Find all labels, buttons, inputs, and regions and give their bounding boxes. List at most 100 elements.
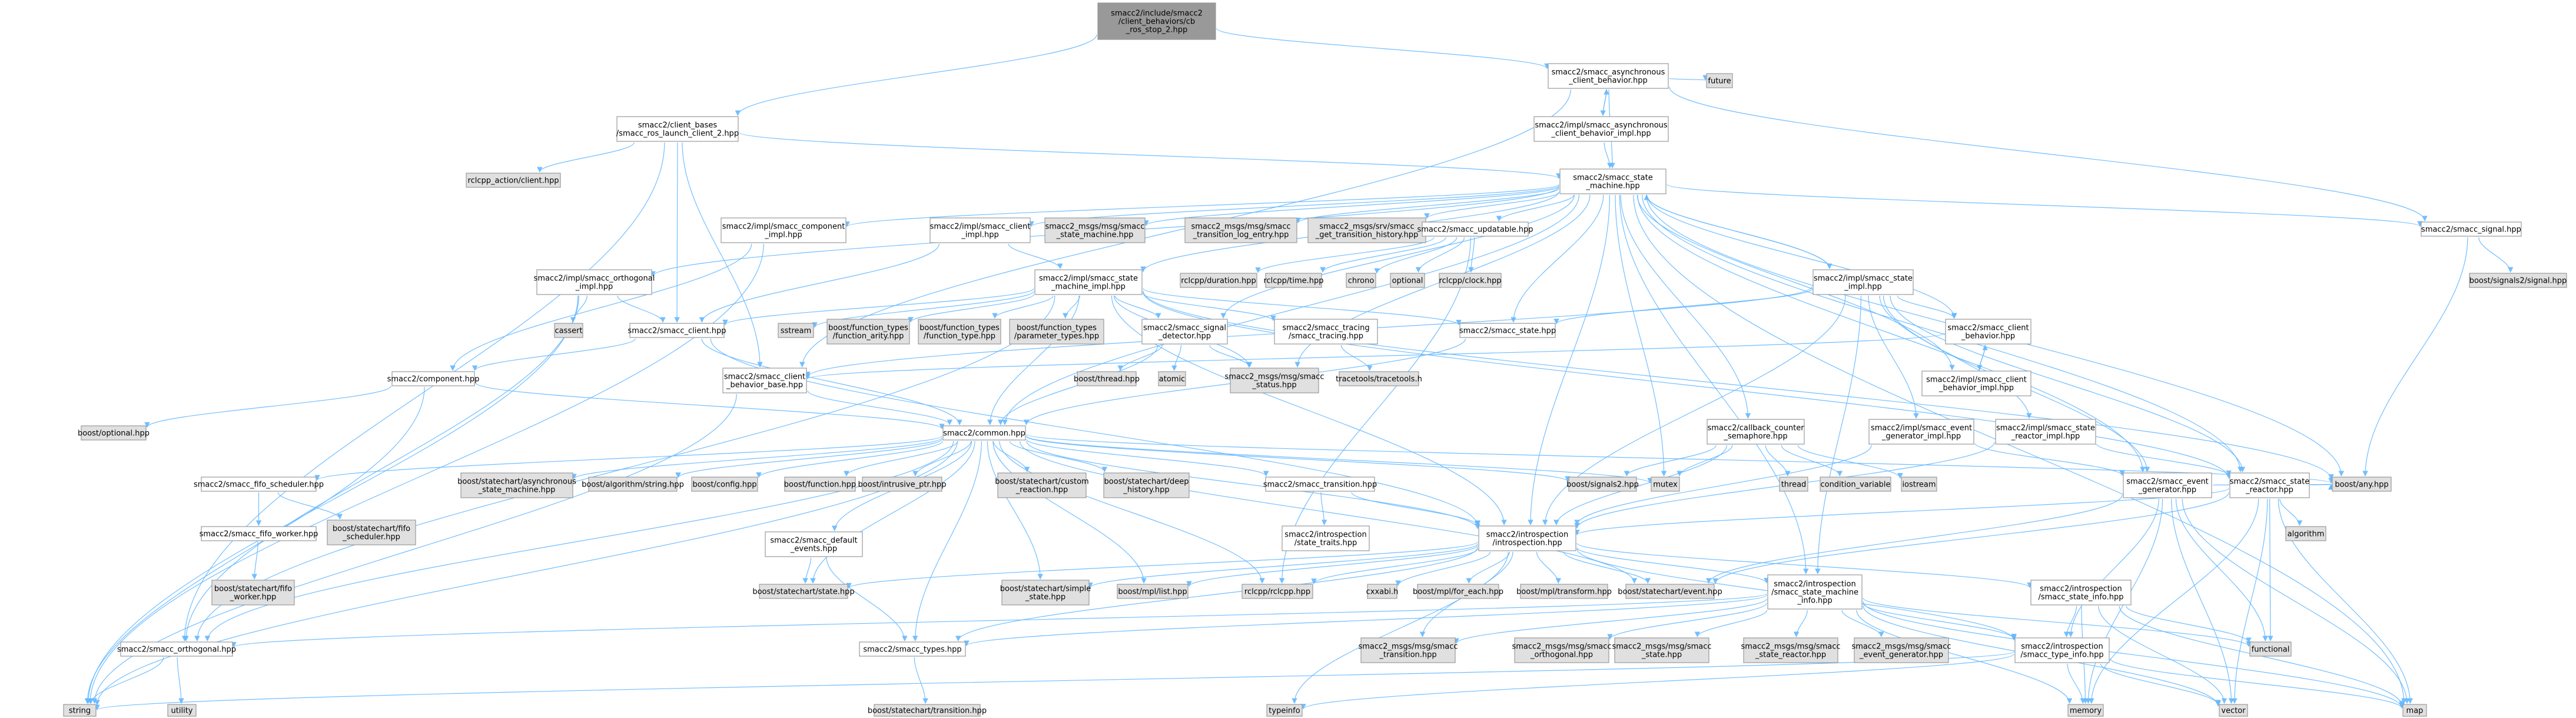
node-orthogonal-impl[interactable]: smacc2/impl/smacc_orthogonal_impl.hpp [534,269,655,295]
dependency-edge [1841,610,1884,637]
dependency-edge [1706,495,2123,584]
node-state-reactor[interactable]: smacc2/smacc_state_reactor.hpp [2229,472,2310,498]
node-label: _transition.hpp [1379,651,1436,660]
node-signal[interactable]: smacc2/smacc_signal.hpp [2421,221,2522,237]
node-callback-counter[interactable]: smacc2/callback_counter_semaphore.hpp [1707,419,1805,445]
node-label: smacc2_msgs/msg/smacc [1741,643,1840,651]
dependency-edge [2171,498,2235,704]
dependency-edge [710,338,1480,527]
dependency-edge [955,547,1478,641]
node-state-info[interactable]: smacc2/introspection/smacc_state_info.hp… [2030,580,2132,605]
node-label: /smacc_state_machine [1771,588,1858,597]
node-sm-impl[interactable]: smacc2/impl/smacc_state_machine_impl.hpp [1034,269,1143,295]
dependency-edge [475,382,945,429]
node-client-behavior-base[interactable]: smacc2/smacc_client_behavior_base.hpp [722,368,807,393]
node-label: chrono [1348,277,1375,286]
node-state-reactor-impl[interactable]: smacc2/impl/smacc_state_reactor_impl.hpp [1995,419,2096,445]
node-label: _status.hpp [1252,381,1296,390]
node-label: smacc2/smacc_orthogonal.hpp [117,646,236,654]
node-label: boost/function_types [828,324,908,333]
node-state-machine[interactable]: smacc2/smacc_state_machine.hpp [1559,168,1667,194]
dependency-edge [2182,498,2410,704]
node-thread: thread [1779,477,1808,492]
node-launch-client[interactable]: smacc2/client_bases/smacc_ros_launch_cli… [616,116,739,142]
node-label: smacc2/smacc_asynchronous [1552,68,1665,77]
node-common[interactable]: smacc2/common.hpp [942,425,1026,441]
node-box [1625,584,1715,599]
node-event-generator[interactable]: smacc2/smacc_event_generator.hpp [2123,472,2212,498]
node-label: rclcpp/time.hpp [1263,277,1323,286]
node-label: _state.hpp [1641,651,1682,660]
node-label: boost/statechart/state.hpp [752,588,854,597]
dependency-edge [908,294,1034,323]
dependency-edge [2232,498,2268,704]
node-fifo-worker[interactable]: smacc2/smacc_fifo_worker.hpp [200,526,318,541]
node-msg-state: smacc2_msgs/msg/smacc_state.hpp [1612,637,1712,663]
node-client-impl[interactable]: smacc2/impl/smacc_client_impl.hpp [930,217,1031,243]
dependency-edge [1415,237,1465,273]
node-label: smacc2_msgs/msg/smacc [1512,643,1611,651]
node-sm-info[interactable]: smacc2/introspection/smacc_state_machine… [1767,574,1863,610]
node-tracing[interactable]: smacc2/smacc_tracing/smacc_tracing.hpp [1274,319,1378,345]
node-box [1820,477,1891,492]
node-async-cb[interactable]: smacc2/smacc_asynchronous_client_behavio… [1548,63,1669,89]
dependency-edge [2126,605,2252,643]
dependency-edge [1374,237,1458,274]
dependency-edge [2110,658,2405,709]
dependency-edge [1008,243,1063,269]
dependency-edge [912,441,982,641]
node-client-behavior[interactable]: smacc2/smacc_client_behavior.hpp [1945,319,2031,345]
node-type-info[interactable]: smacc2/introspection/smacc_type_info.hpp [2014,637,2110,663]
node-bf-type: boost/function_types/function_type.hpp [918,319,1001,345]
node-component-impl[interactable]: smacc2/impl/smacc_component_impl.hpp [721,217,847,243]
node-box [1117,584,1189,599]
node-rclcpp-clock: rclcpp/clock.hpp [1439,273,1502,288]
dependency-edge [1669,87,2428,221]
node-component[interactable]: smacc2/component.hpp [387,371,480,386]
node-event-gen-impl[interactable]: smacc2/impl/smacc_event_generator_impl.h… [1868,419,1974,445]
node-smacc-state[interactable]: smacc2/smacc_state.hpp [1459,323,1556,338]
node-client[interactable]: smacc2/smacc_client.hpp [628,323,726,338]
node-sc-transition: boost/statechart/transition.hpp [868,704,987,717]
dependency-edge [1897,295,1957,319]
node-orthogonal[interactable]: smacc2/smacc_orthogonal.hpp [117,641,236,657]
dependency-edge [1171,345,1181,371]
node-label: _ros_stop_2.hpp [1126,26,1188,35]
node-signal-detector[interactable]: smacc2/smacc_signal_detector.hpp [1141,319,1228,345]
dependency-edge [964,594,1767,647]
node-label: smacc2/smacc_tracing [1282,324,1369,333]
node-box [826,319,910,345]
dependency-edge [1781,445,1843,477]
node-box [1044,217,1146,243]
dependency-edge [826,557,908,641]
node-async-cb-impl[interactable]: smacc2/impl/smacc_asynchronous_client_be… [1533,116,1669,142]
node-state-traits[interactable]: smacc2/introspection/state_traits.hpp [1282,525,1370,551]
node-label: /parameter_types.hpp [1014,332,1099,341]
node-label: smacc2/smacc_client.hpp [628,327,726,336]
node-label: smacc2/impl/smacc_component [722,223,845,231]
dependency-edge [617,295,666,323]
node-label: _event_generator.hpp [1859,651,1943,660]
node-label: _impl.hpp [575,283,613,292]
node-introspection[interactable]: smacc2/introspection/introspection.hpp [1478,525,1576,551]
node-label: boost/intrusive_ptr.hpp [858,481,947,489]
node-transition[interactable]: smacc2/smacc_transition.hpp [1263,477,1377,492]
node-label: boost/mpl/transform.hpp [1516,588,1612,597]
node-state-impl[interactable]: smacc2/impl/smacc_state_impl.hpp [1813,269,1914,295]
node-types[interactable]: smacc2/smacc_types.hpp [859,641,966,657]
node-updatable[interactable]: smacc2/smacc_updatable.hpp [1417,221,1533,237]
dependency-edge [84,386,425,704]
node-atomic: atomic [1158,371,1186,386]
node-client-behavior-impl[interactable]: smacc2/impl/smacc_client_behavior_impl.h… [1921,370,2031,396]
dependency-edge [1574,445,1872,526]
node-label: smacc2/smacc_signal [1143,324,1226,333]
node-label: smacc2/impl/smacc_orthogonal [534,274,655,283]
dependency-edge [1117,345,1163,371]
node-label: smacc2/smacc_fifo_worker.hpp [200,530,318,539]
node-label: _state.hpp [1025,593,1065,602]
node-box [1390,273,1425,288]
node-cassert: cassert [554,323,583,338]
node-box [391,371,475,386]
node-fifo-scheduler[interactable]: smacc2/smacc_fifo_scheduler.hpp [194,477,324,492]
node-default-events[interactable]: smacc2/smacc_default_events.hpp [765,531,863,557]
